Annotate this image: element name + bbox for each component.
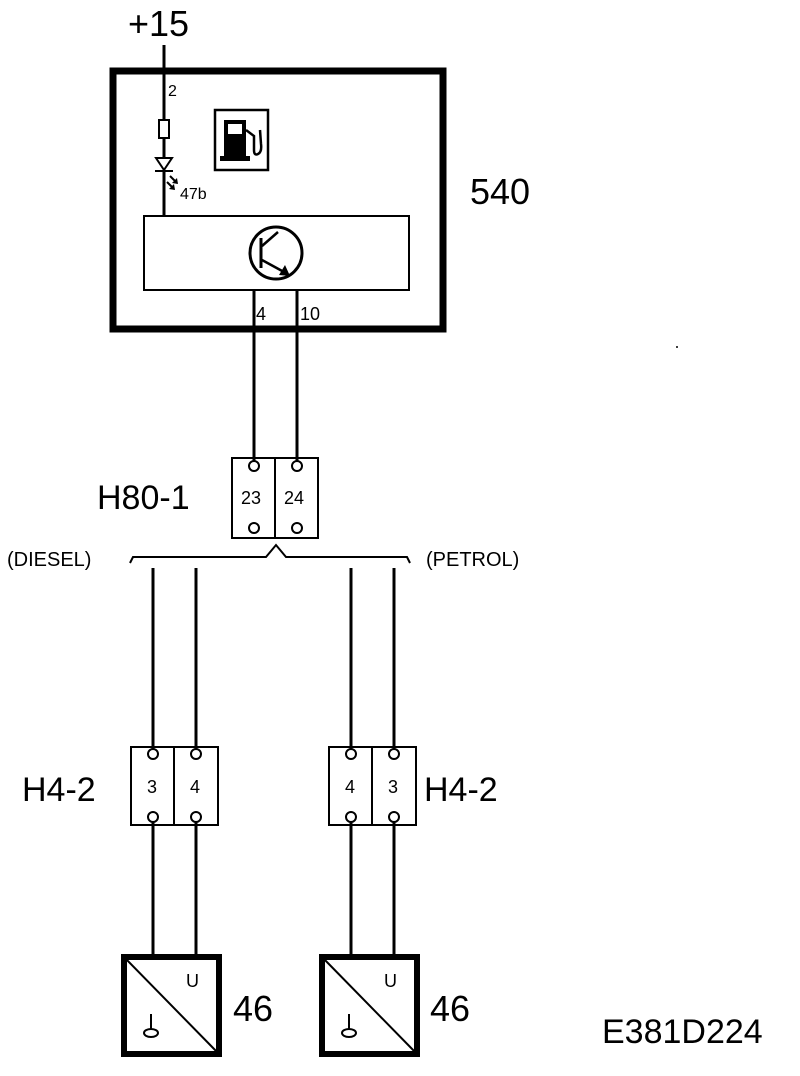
sender-right-terminal: U: [384, 971, 397, 991]
sender-left-number: 46: [233, 988, 273, 1029]
connector-h80-1: [231, 457, 319, 539]
float-icon: [341, 1014, 357, 1038]
output-pin-4-label: 4: [256, 304, 266, 324]
module-number: 540: [470, 171, 530, 212]
sender-left-terminal: U: [186, 971, 199, 991]
fuel-level-sender-right: [319, 954, 420, 1057]
float-icon: [143, 1014, 159, 1038]
fuel-level-sender-left: [121, 954, 222, 1057]
variant-brace: [129, 543, 411, 564]
variant-diesel-label: (DIESEL): [7, 549, 91, 571]
h4-right-pin-4: 4: [345, 777, 355, 797]
supply-pin-label: 2: [168, 83, 177, 100]
connector-right-label: H4-2: [424, 771, 498, 809]
transistor-icon: [248, 225, 304, 281]
connector-main-label: H80-1: [97, 479, 190, 517]
warning-led-icon: [154, 157, 178, 190]
h4-left-pin-4: 4: [190, 777, 200, 797]
fuel-pump-icon: [213, 108, 270, 172]
lamp-terminal-label: 47b: [180, 186, 207, 203]
drawing-id: E381D224: [602, 1013, 763, 1051]
supply-label: +15: [128, 3, 189, 44]
h4-right-pin-3: 3: [388, 777, 398, 797]
variant-petrol-label: (PETROL): [426, 549, 519, 571]
connector-h4-2-left: [130, 746, 219, 826]
driver-circuit-box: [143, 215, 410, 291]
h4-left-pin-3: 3: [147, 777, 157, 797]
sender-right-number: 46: [430, 988, 470, 1029]
h80-pin-23: 23: [241, 488, 261, 508]
output-pin-10-label: 10: [300, 304, 320, 324]
connector-h4-2-right: [328, 746, 417, 826]
h80-pin-24: 24: [284, 488, 304, 508]
fuse-icon: [158, 119, 170, 139]
module-540-box: [109, 67, 447, 333]
connector-left-label: H4-2: [22, 771, 96, 809]
